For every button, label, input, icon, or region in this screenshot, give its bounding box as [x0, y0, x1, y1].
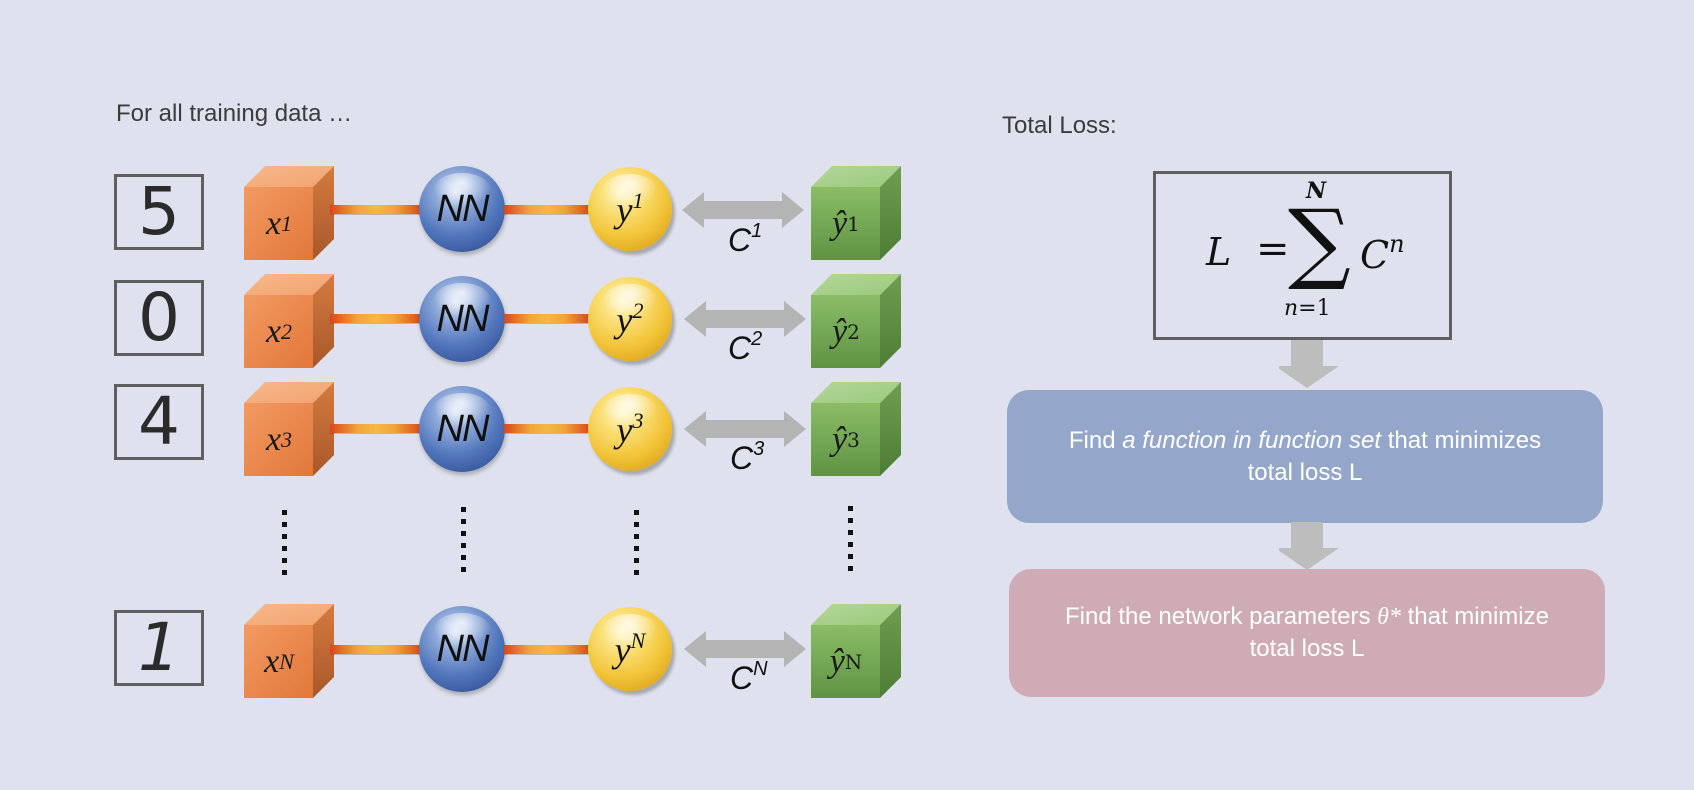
sum-symbol: ∑: [1288, 190, 1351, 293]
cost-label: C2: [728, 328, 763, 366]
digit-glyph: 1: [138, 609, 180, 686]
total-loss-heading: Total Loss:: [1002, 112, 1117, 139]
formula-term: Cn: [1360, 230, 1405, 277]
connection-bar: [504, 645, 590, 654]
digit-image: 0: [114, 280, 204, 356]
step-find-parameters-text: Find the network parameters θ* that mini…: [1065, 603, 1549, 662]
nn-label: NN: [436, 627, 490, 670]
step-find-function-text: Find a function in function set that min…: [1068, 426, 1542, 486]
cost-label: C1: [728, 220, 763, 258]
connection-bar: [504, 205, 590, 214]
nn-sphere: NN: [419, 386, 505, 472]
digit-image: 1: [114, 610, 204, 686]
vertical-dots-icon: [461, 507, 467, 579]
step-find-parameters-box: Find the network parameters θ* that mini…: [1009, 569, 1605, 697]
connection-bar: [504, 424, 590, 433]
theta-star-symbol: θ*: [1377, 604, 1401, 630]
output-sphere: y1: [588, 167, 672, 251]
connection-bar: [330, 645, 422, 654]
vertical-dots-icon: [634, 510, 640, 582]
nn-sphere: NN: [419, 276, 505, 362]
digit-image: 5: [114, 174, 204, 250]
formula-lhs: L: [1206, 230, 1232, 274]
nn-label: NN: [436, 297, 490, 340]
training-data-heading: For all training data …: [116, 100, 353, 127]
cost-label: C3: [730, 438, 765, 476]
double-arrow-icon: [684, 411, 806, 447]
digit-glyph: 0: [138, 279, 180, 356]
loss-formula: L = N ∑ n=1 Cn: [1156, 174, 1449, 337]
output-label: y1: [616, 187, 644, 230]
nn-label: NN: [436, 187, 490, 230]
double-arrow-icon: [682, 192, 804, 228]
output-sphere: y3: [588, 387, 672, 471]
loss-formula-box: L = N ∑ n=1 Cn: [1153, 171, 1452, 340]
vertical-dots-icon: [848, 506, 854, 578]
down-arrow-icon: [1279, 522, 1339, 570]
sum-lower-limit: n=1: [1284, 296, 1331, 321]
digit-glyph: 4: [138, 383, 180, 460]
step-find-function-box: Find a function in function set that min…: [1007, 390, 1603, 523]
connection-bar: [330, 205, 422, 214]
nn-sphere: NN: [419, 606, 505, 692]
sum-upper-limit: N: [1306, 178, 1327, 204]
double-arrow-icon: [684, 631, 806, 667]
digit-image: 4: [114, 384, 204, 460]
output-label: yN: [614, 627, 646, 670]
digit-glyph: 5: [138, 173, 180, 250]
nn-label: NN: [436, 407, 490, 450]
connection-bar: [504, 314, 590, 323]
double-arrow-icon: [684, 301, 806, 337]
nn-sphere: NN: [419, 166, 505, 252]
output-sphere: y2: [588, 277, 672, 361]
output-label: y2: [616, 297, 644, 340]
vertical-dots-icon: [282, 510, 288, 582]
connection-bar: [330, 424, 422, 433]
cost-label: CN: [730, 658, 768, 696]
connection-bar: [330, 314, 422, 323]
output-sphere: yN: [588, 607, 672, 691]
down-arrow-icon: [1279, 340, 1339, 388]
output-label: y3: [616, 407, 644, 450]
formula-equals: =: [1256, 226, 1290, 272]
